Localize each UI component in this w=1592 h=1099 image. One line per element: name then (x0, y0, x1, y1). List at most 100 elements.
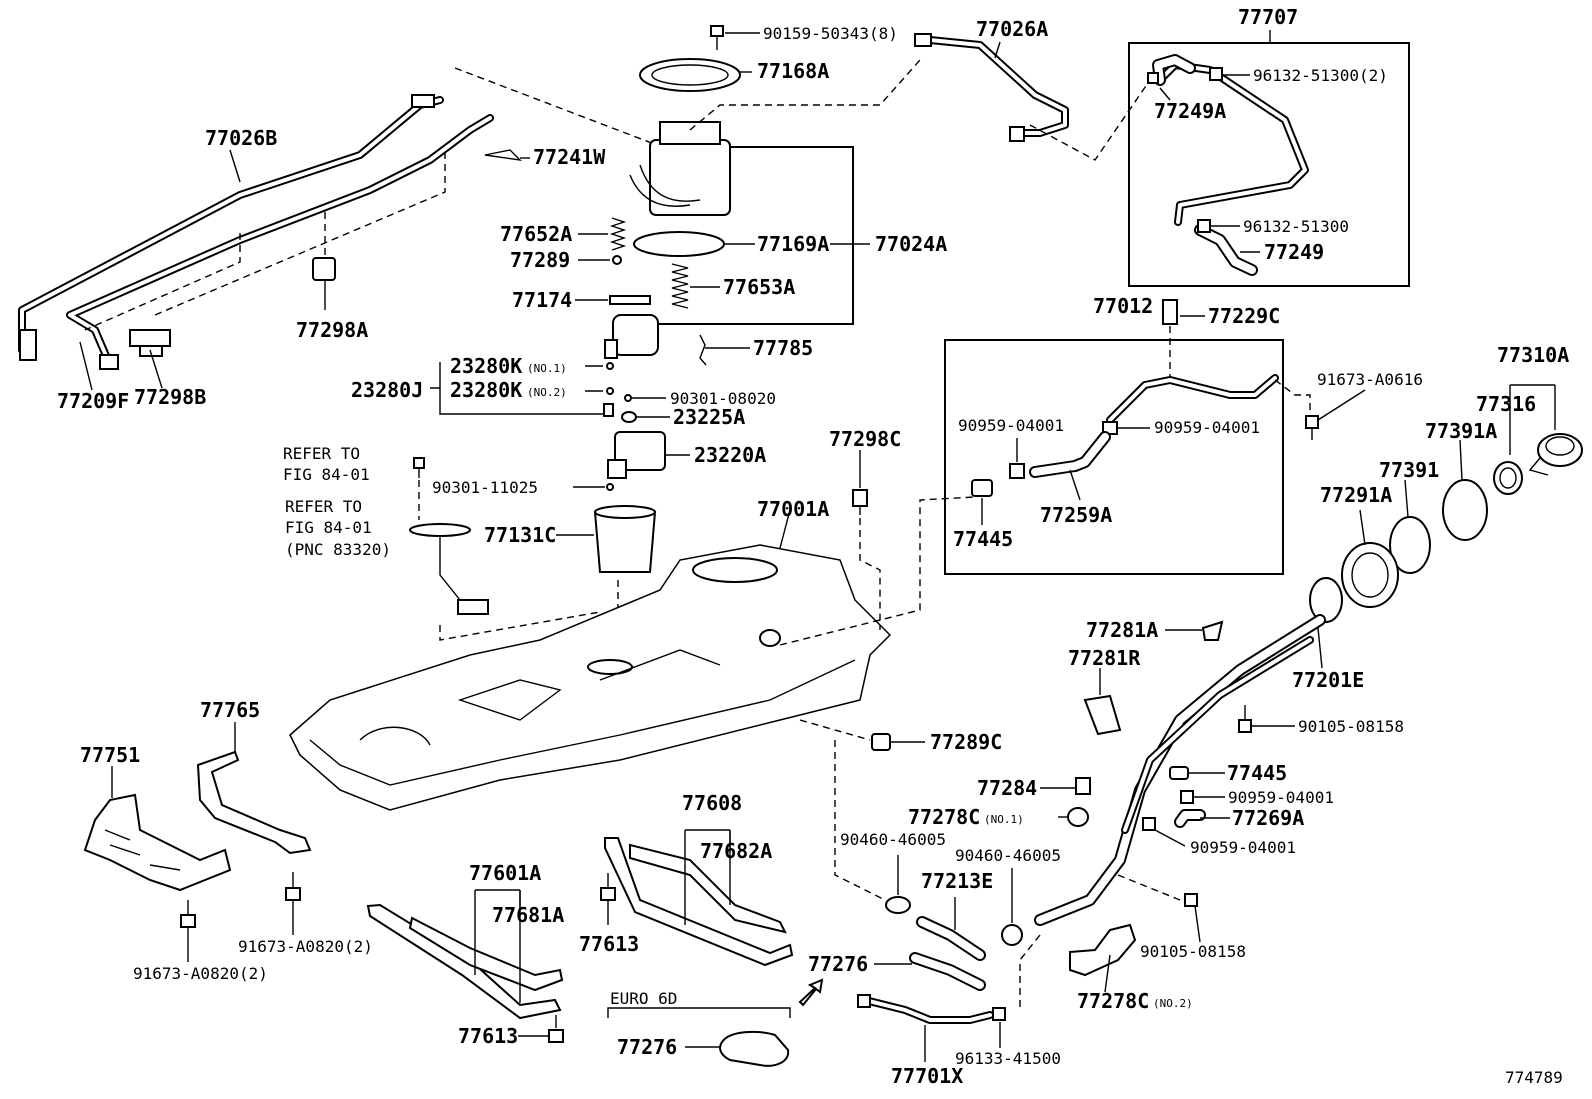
label-91673-a0820-a: 91673-A0820(2) (133, 964, 268, 983)
cap-23280k-icon[interactable] (603, 403, 614, 417)
clip-77298c-icon[interactable] (852, 489, 868, 515)
filler-pipe-77201e[interactable] (1034, 577, 1343, 926)
fuel-pump-module-77024a[interactable] (629, 121, 731, 216)
label-77278c-2: 77278C (1077, 989, 1149, 1013)
filter-23225a-icon[interactable] (621, 411, 637, 423)
reservoir-77131c-icon[interactable] (593, 505, 657, 573)
clip-77298b-icon[interactable] (129, 329, 171, 357)
protector-77281r-icon[interactable] (1083, 694, 1122, 736)
dash-77026b-pump (454, 67, 671, 151)
regulator-23220a-icon[interactable] (607, 431, 666, 479)
clamp-96132-a-icon[interactable] (1209, 67, 1223, 81)
fuel-sender-gauge-icon[interactable] (409, 523, 489, 615)
bracket-77284-icon[interactable] (1075, 777, 1091, 795)
label-77131c: 77131C (484, 523, 556, 547)
label-23280k-2: 23280K (450, 378, 522, 402)
hose-77707-icon[interactable] (1156, 61, 1309, 226)
oring-77289-icon[interactable] (612, 255, 622, 265)
hose-77213e-icon[interactable] (916, 916, 986, 961)
vent-tube-77026b[interactable] (18, 94, 494, 370)
pump-unit-icon[interactable] (604, 314, 659, 359)
clip-77249a-icon[interactable] (1147, 72, 1159, 84)
clip-77241w-icon[interactable] (484, 149, 522, 161)
label-77174: 77174 (512, 288, 572, 312)
label-90105-08158-b: 90105-08158 (1140, 942, 1246, 961)
bracket-77174-icon[interactable] (609, 295, 651, 305)
label-96132-51300-2: 96132-51300(2) (1253, 66, 1388, 85)
hose-77701x-icon[interactable] (857, 994, 994, 1024)
nipple-77445-b-icon[interactable] (1169, 766, 1189, 780)
clamp-90959-d-icon[interactable] (1142, 817, 1156, 831)
grommet-77278c-2-icon[interactable] (1069, 923, 1137, 977)
label-77229c: 77229C (1208, 304, 1280, 328)
clamp-96133-icon[interactable] (992, 1007, 1006, 1021)
bolt-77613-a-icon[interactable] (600, 873, 616, 901)
screw-90159-icon[interactable] (710, 25, 724, 50)
leader-77391 (1404, 479, 1409, 518)
oring-23280k-2-icon[interactable] (606, 387, 614, 395)
grommet-77278c-1-icon[interactable] (1067, 807, 1089, 827)
strap-77608-icon[interactable] (604, 837, 794, 967)
cap-cover-77291a-icon[interactable] (1341, 542, 1399, 608)
strap-77682a-icon[interactable] (629, 843, 787, 934)
clip-77298a-icon[interactable] (312, 257, 336, 310)
label-77249: 77249 (1264, 240, 1324, 264)
bracket-77765-icon[interactable] (196, 750, 312, 855)
fuel-tank-77001a[interactable] (289, 544, 892, 811)
hose-77276-a-icon[interactable] (909, 952, 986, 991)
protector-77751-icon[interactable] (83, 793, 232, 892)
label-23225a: 23225A (673, 405, 745, 429)
hose-77259a-icon[interactable] (1029, 431, 1111, 478)
oring-23280k-1-icon[interactable] (606, 362, 614, 370)
ring-77316-icon[interactable] (1493, 461, 1523, 495)
strap-77681a-icon[interactable] (408, 916, 564, 992)
label-90460-46005-b: 90460-46005 (955, 846, 1061, 865)
leader-77026b (229, 149, 241, 183)
wire-77785-icon[interactable] (699, 334, 707, 366)
bolt-90105-a-icon[interactable] (1238, 705, 1252, 733)
label-77278c-1-sub: (NO.1) (984, 813, 1024, 826)
plug-77289c-icon[interactable] (871, 733, 891, 751)
hose-77269a-icon[interactable] (1174, 809, 1206, 828)
hose-77249-icon[interactable] (1194, 224, 1258, 276)
bracket-77229c-icon[interactable] (1162, 299, 1178, 325)
clamp-90460-b-icon[interactable] (1001, 924, 1023, 946)
bolt-91673-a0616-icon[interactable] (1305, 415, 1319, 440)
bolt-refer-fig-icon[interactable] (413, 457, 425, 478)
gasket-77391a-icon[interactable] (1442, 479, 1488, 541)
fuel-cap-77310a-icon[interactable] (1528, 433, 1583, 476)
clamp-96132-b-icon[interactable] (1197, 219, 1211, 233)
dash-77298b-b (154, 152, 446, 316)
gasket-77391-icon[interactable] (1389, 516, 1431, 574)
bolt-77613-b-icon[interactable] (548, 1015, 564, 1043)
clamp-90959-c-icon[interactable] (1180, 790, 1194, 804)
dash-tank-90460a (834, 740, 886, 901)
leader-77026a (994, 41, 1001, 59)
spring-77653a-icon[interactable] (671, 263, 689, 309)
vent-tube-77026a[interactable] (914, 33, 1069, 142)
bolt-91673-a0820-a-icon[interactable] (180, 900, 196, 928)
hose-77276-b-icon[interactable] (719, 1030, 790, 1067)
label-23280k-1-sub: (NO.1) (527, 362, 567, 375)
clamp-90460-a-icon[interactable] (885, 896, 911, 914)
nipple-77445-a-icon[interactable] (971, 479, 993, 497)
clamp-90959-a-icon[interactable] (1009, 463, 1025, 479)
label-refer-to-2: REFER TO (285, 497, 362, 516)
label-77213e: 77213E (921, 869, 993, 893)
gasket-77169a-icon[interactable] (633, 231, 725, 257)
label-77707: 77707 (1238, 5, 1298, 29)
dash-tank-77012 (779, 496, 976, 646)
clamp-77281a-icon[interactable] (1201, 620, 1224, 641)
leader-77249a (1159, 87, 1171, 101)
spring-77652a-icon[interactable] (609, 217, 627, 251)
box-77012-assembly (944, 339, 1284, 575)
label-77682a: 77682A (700, 839, 772, 863)
oring-90301-11025-icon[interactable] (606, 483, 614, 491)
tube-77012-icon[interactable] (1106, 374, 1279, 424)
pump-retainer-ring-77168a-icon[interactable] (639, 58, 741, 92)
label-91673-a0616: 91673-A0616 (1317, 370, 1423, 389)
bolt-90105-b-icon[interactable] (1184, 893, 1198, 907)
bolt-91673-a0820-b-icon[interactable] (285, 872, 301, 901)
oring-90301-08020-icon[interactable] (624, 394, 632, 402)
label-91673-a0820-b: 91673-A0820(2) (238, 937, 373, 956)
